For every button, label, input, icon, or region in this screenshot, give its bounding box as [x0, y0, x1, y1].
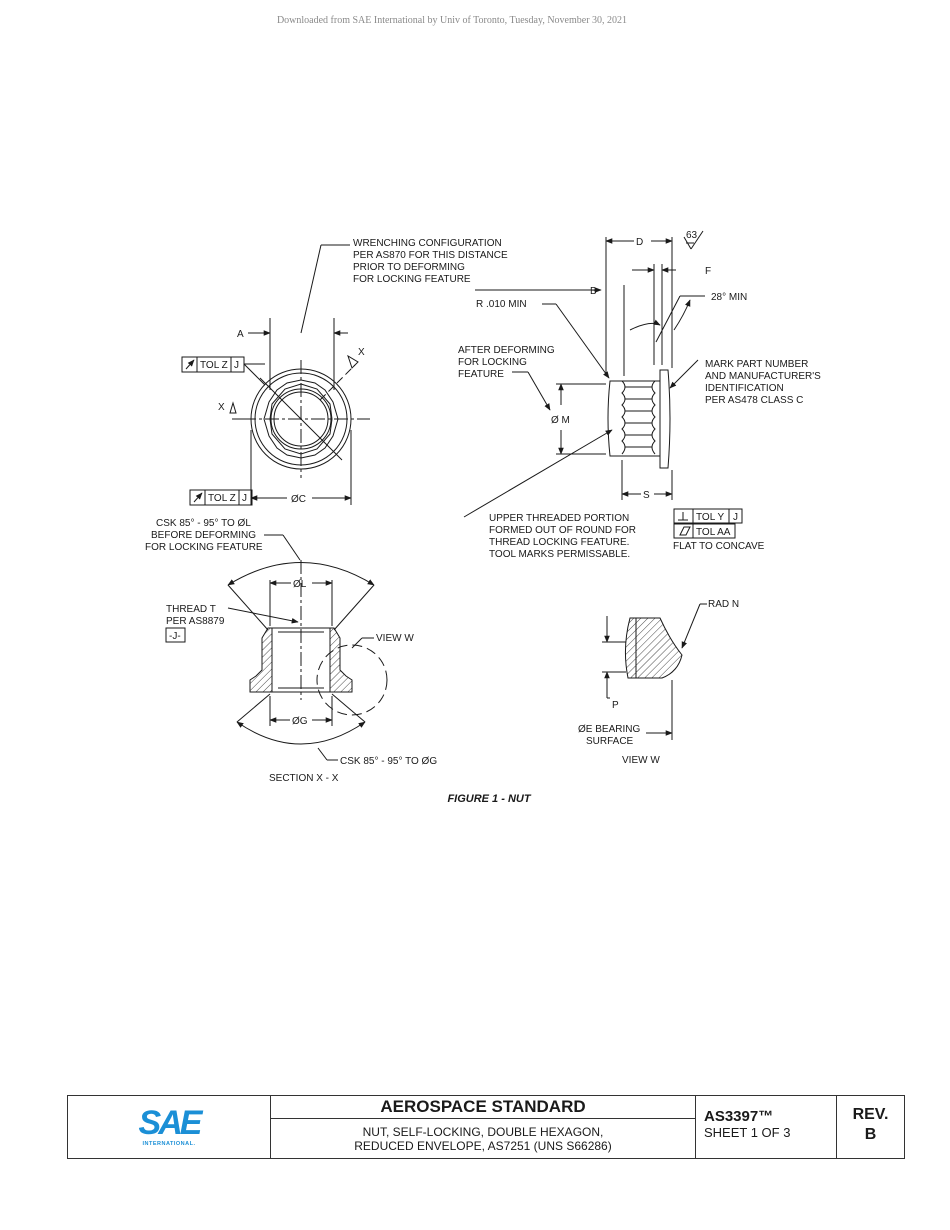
part-description: NUT, SELF-LOCKING, DOUBLE HEXAGON, REDUC…: [271, 1119, 695, 1158]
tolz-frame-1-label: TOL Z: [200, 360, 228, 371]
revision-value: B: [864, 1126, 877, 1143]
dim-d-label: D: [636, 237, 643, 248]
datum-j-frame: [165, 627, 186, 643]
sae-logo: SAE INTERNATIONAL.: [68, 1096, 271, 1158]
tolz-frame-2-label: TOL Z: [208, 493, 236, 504]
dim-b-label: B: [590, 286, 597, 297]
top-view: [181, 244, 370, 506]
view-w-callout: VIEW W: [376, 633, 414, 644]
tolz-frame-2-ref: J: [242, 493, 247, 504]
bearing-label-2: SURFACE: [586, 736, 634, 747]
section-xx-label: SECTION X - X: [269, 773, 339, 784]
upper-threaded-1: UPPER THREADED PORTION: [489, 513, 629, 524]
upper-threaded-4: TOOL MARKS PERMISSABLE.: [489, 549, 630, 560]
part-description-line-1: NUT, SELF-LOCKING, DOUBLE HEXAGON,: [362, 1125, 604, 1139]
sheet-number: SHEET 1 OF 3: [704, 1125, 791, 1140]
part-description-line-2: REDUCED ENVELOPE, AS7251 (UNS S66286): [354, 1139, 612, 1153]
radius-min-label: R .010 MIN: [476, 299, 527, 310]
thread-t-1: THREAD T: [166, 604, 216, 615]
dim-p-label: P: [612, 700, 619, 711]
download-note: Downloaded from SAE International by Uni…: [276, 15, 628, 26]
revision-cell: REV. B: [837, 1096, 904, 1158]
mark-part-2: AND MANUFACTURER'S: [705, 371, 821, 382]
toly-ref: J: [733, 512, 738, 523]
surface-finish-label: 63: [686, 230, 698, 241]
wrenching-note-4: FOR LOCKING FEATURE: [353, 274, 471, 285]
flat-concave-label: FLAT TO CONCAVE: [673, 541, 765, 552]
csk-l-note-2: BEFORE DEFORMING: [151, 530, 256, 541]
toly-label: TOL Y: [696, 512, 724, 523]
mark-part-4: PER AS478 CLASS C: [705, 395, 803, 406]
angle-min-label: 28° MIN: [711, 292, 747, 303]
sae-logo-subtitle: INTERNATIONAL.: [142, 1141, 196, 1147]
x-right-label: X: [358, 347, 365, 358]
wrenching-note-1: WRENCHING CONFIGURATION: [353, 238, 502, 249]
title-block: SAE INTERNATIONAL. AEROSPACE STANDARD NU…: [67, 1095, 905, 1159]
mark-part-3: IDENTIFICATION: [705, 383, 784, 394]
bearing-label-1: ØE BEARING: [578, 724, 640, 735]
sae-logo-mark: SAE: [138, 1104, 203, 1142]
datum-j-label: -J-: [169, 631, 181, 642]
dim-m-label: Ø M: [551, 415, 570, 426]
after-deforming-3: FEATURE: [458, 369, 504, 380]
upper-threaded-3: THREAD LOCKING FEATURE.: [489, 537, 629, 548]
side-view: [463, 230, 743, 539]
tolz-frame-1-ref: J: [234, 360, 239, 371]
document-number: AS3397™: [704, 1108, 774, 1125]
figure-caption: FIGURE 1 - NUT: [447, 793, 531, 805]
dim-f-label: F: [705, 266, 711, 277]
revision-label: REV.: [852, 1106, 889, 1123]
csk-l-note-3: FOR LOCKING FEATURE: [145, 542, 263, 553]
csk-g-label: CSK 85° - 95° TO ØG: [340, 756, 437, 767]
view-w-detail: [602, 603, 707, 740]
tolaa-label: TOL AA: [696, 527, 731, 538]
title-cell: AEROSPACE STANDARD NUT, SELF-LOCKING, DO…: [271, 1096, 696, 1158]
x-left-label: X: [218, 402, 225, 413]
csk-l-note-1: CSK 85° - 95° TO ØL: [156, 518, 251, 529]
document-cell: AS3397™ SHEET 1 OF 3: [696, 1096, 837, 1158]
thread-t-2: PER AS8879: [166, 616, 225, 627]
view-w-label: VIEW W: [622, 755, 660, 766]
dim-c-label: ØC: [291, 494, 306, 505]
rad-n-label: RAD N: [708, 599, 739, 610]
dim-g-label: ØG: [292, 716, 308, 727]
after-deforming-2: FOR LOCKING: [458, 357, 527, 368]
section-x-x: [227, 534, 388, 761]
mark-part-1: MARK PART NUMBER: [705, 359, 808, 370]
dim-s-label: S: [643, 490, 650, 501]
after-deforming-1: AFTER DEFORMING: [458, 345, 555, 356]
drawing-labels: WRENCHING CONFIGURATION PER AS870 FOR TH…: [145, 230, 821, 784]
upper-threaded-2: FORMED OUT OF ROUND FOR: [489, 525, 636, 536]
standard-heading: AEROSPACE STANDARD: [271, 1096, 695, 1119]
wrenching-note-2: PER AS870 FOR THIS DISTANCE: [353, 250, 508, 261]
dim-l-label: ØL: [293, 579, 307, 590]
wrenching-note-3: PRIOR TO DEFORMING: [353, 262, 465, 273]
dim-a-label: A: [237, 329, 244, 340]
